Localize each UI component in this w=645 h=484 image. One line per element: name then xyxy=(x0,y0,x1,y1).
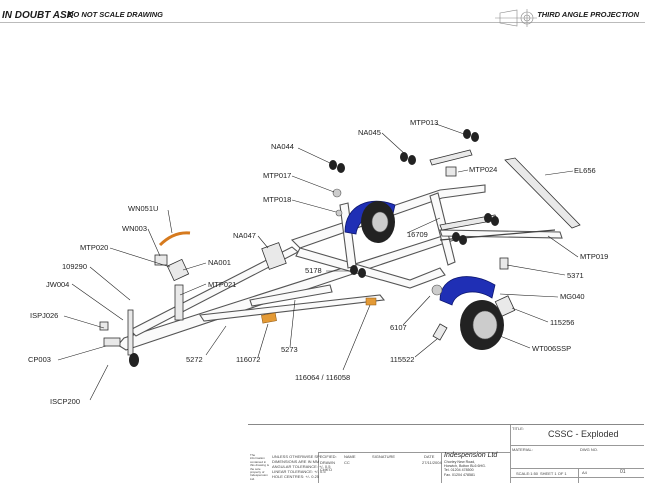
label-CP003: CP003 xyxy=(28,355,51,364)
trailer-frame xyxy=(117,184,563,351)
label-MG040: MG040 xyxy=(560,292,585,301)
tolerance-3: HOLE CENTRES: +/- 0.25 xyxy=(272,474,320,479)
date-caption: DATE xyxy=(424,454,435,459)
label-MTP020: MTP020 xyxy=(80,243,108,252)
revision-value: 01 xyxy=(620,469,626,475)
keel-pad xyxy=(261,242,287,270)
part-labels: NA045 MTP013 NA044 MTP024 EL656 MTP017 M… xyxy=(28,118,608,406)
ownership-notice: The information contained in this drawin… xyxy=(250,453,270,481)
leader-lines xyxy=(57,123,579,401)
label-NA045: NA045 xyxy=(358,128,381,137)
chkd-caption: CHK'D xyxy=(320,467,333,472)
scale-value: SCALE:1:50 xyxy=(516,471,539,476)
mudguard-bracket xyxy=(494,295,516,317)
label-MTP021: MTP021 xyxy=(208,280,236,289)
jockey-wheel xyxy=(99,284,184,367)
header-divider xyxy=(0,22,645,23)
label-6107: 6107 xyxy=(390,323,407,332)
winch-body xyxy=(154,254,168,266)
company-address: Chorley New Road, Horwich, Bolton BL6 6H… xyxy=(444,460,486,477)
sheet-value: SHEET 1 OF 1 xyxy=(540,471,567,476)
label-MTP024: MTP024 xyxy=(469,165,497,174)
reflector-116072 xyxy=(261,312,277,324)
label-5178: 5178 xyxy=(305,266,322,275)
mudguard-right-icon xyxy=(439,276,496,306)
bracket-mtp024 xyxy=(445,166,457,177)
plate-5371 xyxy=(499,257,509,270)
label-NA001: NA001 xyxy=(208,258,231,267)
side-board xyxy=(504,157,581,229)
label-5272: 5272 xyxy=(186,355,203,364)
label-MTP018: MTP018 xyxy=(263,195,291,204)
label-NA047: NA047 xyxy=(233,231,256,240)
drawn-by: CC xyxy=(344,460,350,465)
material-caption: MATERIAL: xyxy=(512,447,533,452)
roller-bars xyxy=(429,149,556,241)
projection-symbol-icon xyxy=(495,9,537,27)
label-EL656: EL656 xyxy=(574,166,596,175)
label-5371: 5371 xyxy=(567,271,584,280)
reflector-116064 xyxy=(365,297,377,306)
hub-6107 xyxy=(431,284,443,296)
tolerance-2: LINEAR TOLERANCE: +/- 0.5 xyxy=(272,469,326,474)
label-MTP013: MTP013 xyxy=(410,118,438,127)
label-109290: 109290 xyxy=(62,262,87,271)
header-projection: THIRD ANGLE PROJECTION xyxy=(537,10,639,19)
winch-strap-icon xyxy=(158,231,191,247)
label-116072: 116072 xyxy=(236,355,260,364)
label-NA044: NA044 xyxy=(271,142,294,151)
tolerance-1: ANGULAR TOLERANCE: +/- 0.5 xyxy=(272,464,331,469)
signature-caption: SIGNATURE xyxy=(372,454,396,459)
title-block: TITLE: CSSC - Exploded Indespension Ltd … xyxy=(248,424,644,483)
label-WN003: WN003 xyxy=(122,224,147,233)
label-MTP019: MTP019 xyxy=(580,252,608,261)
drawn-caption: DRAWN xyxy=(320,460,335,465)
wheel-rear xyxy=(361,201,395,243)
rollers xyxy=(329,129,499,278)
label-5273: 5273 xyxy=(281,345,298,354)
label-WT006SSP: WT006SSP xyxy=(532,344,571,353)
winch-post xyxy=(166,258,190,282)
label-115256: 115256 xyxy=(550,318,574,327)
name-caption: NAME xyxy=(344,454,356,459)
dims-caption: DIMENSIONS ARE IN MM xyxy=(272,459,320,464)
label-WN051U: WN051U xyxy=(128,204,158,213)
wheel-front-wt006ssp xyxy=(460,300,504,350)
label-116064-116058: 116064 / 116058 xyxy=(295,373,350,382)
dwg-caption: DWG NO. xyxy=(580,447,598,452)
a4-value: A4 xyxy=(582,470,587,475)
label-MTP017: MTP017 xyxy=(263,171,291,180)
valve-115522 xyxy=(432,323,448,341)
label-ISPJ026: ISPJ026 xyxy=(30,311,58,320)
drawn-date: 27/11/2004 xyxy=(422,460,442,465)
title-caption: TITLE: xyxy=(512,426,525,431)
label-16709: 16709 xyxy=(407,230,428,239)
label-JW004: JW004 xyxy=(46,280,69,289)
label-ISCP200: ISCP200 xyxy=(50,397,80,406)
drawing-title: CSSC - Exploded xyxy=(548,429,619,439)
unless-caption: UNLESS OTHERWISE SPECIFIED: xyxy=(272,454,337,459)
header-in-doubt-ask: IN DOUBT ASK xyxy=(2,10,74,21)
header-do-not-scale: DO NOT SCALE DRAWING xyxy=(68,10,163,19)
label-115522: 115522 xyxy=(390,355,414,364)
company-name: Indespension Ltd xyxy=(444,452,498,459)
